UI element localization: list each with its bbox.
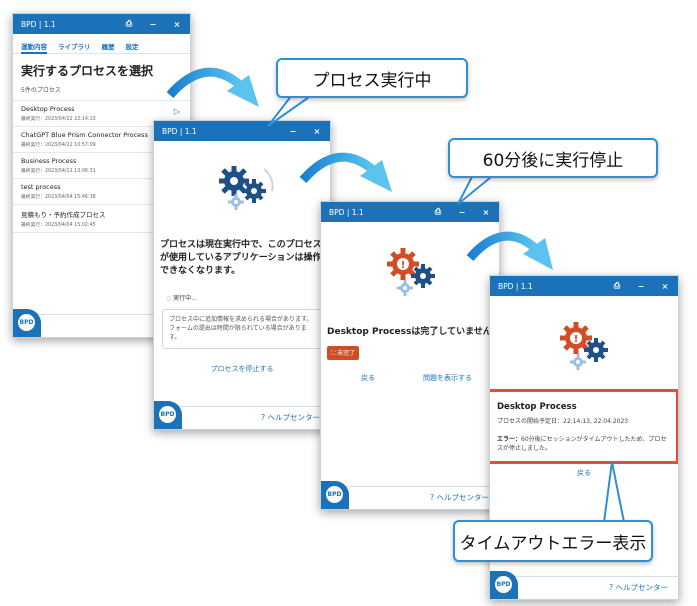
play-icon[interactable]: ▷ (173, 107, 180, 116)
bpd-logo: BPD (13, 309, 41, 337)
flow-arrow-3 (466, 231, 553, 270)
bpd-logo: BPD (154, 401, 182, 429)
process-meta: 最終実行：2023/04/22 10:57:09 (21, 143, 96, 148)
error-text: 60分後にセッションがタイムアウトしたため、プロセスが停止しました。 (497, 436, 667, 452)
process-meta: 最終実行：2023/04/04 15:46:38 (21, 195, 96, 200)
close-icon[interactable]: × (313, 126, 321, 136)
minimize-icon[interactable]: − (149, 19, 157, 29)
close-icon[interactable]: × (173, 19, 181, 29)
callout-pointer-3 (602, 461, 626, 523)
process-name: test process (21, 183, 61, 191)
process-count: 5件のプロセス (21, 87, 61, 94)
callout-running: プロセス実行中 (276, 58, 468, 98)
list-item[interactable]: Desktop Process 最終実行：2023/04/22 22:14:13… (13, 100, 190, 126)
logo-text: BPD (326, 486, 343, 503)
footer-divider (13, 314, 190, 315)
help-icon: ? (261, 413, 266, 422)
process-list: Desktop Process 最終実行：2023/04/22 22:14:13… (13, 100, 190, 233)
close-icon[interactable]: × (661, 281, 669, 291)
minimize-icon[interactable]: − (637, 281, 645, 291)
list-item[interactable]: Business Process 最終実行：2023/04/11 13:06:3… (13, 152, 190, 178)
error-label: エラー： (497, 436, 522, 443)
back-button[interactable]: 戻る (361, 374, 375, 382)
logo-text: BPD (495, 576, 512, 593)
process-meta: 最終実行：2023/04/22 22:14:13 (21, 117, 96, 122)
start-time: プロセスの開始予定日：22:14:13, 22.04.2023 (497, 418, 629, 425)
running-message: プロセスは現在実行中で、このプロセスが使用しているアプリケーションは操作できなく… (160, 240, 322, 276)
process-name: Business Process (21, 157, 77, 165)
help-label: ヘルプセンター (615, 583, 669, 592)
help-label: ヘルプセンター (436, 493, 490, 502)
incomplete-message: Desktop Processは完了していません (327, 327, 492, 337)
flow-arrow-1 (166, 67, 259, 107)
tab-settings[interactable]: 設定 (125, 43, 139, 51)
help-label: ヘルプセンター (267, 413, 321, 422)
error-panel: Desktop Process プロセスの開始予定日：22:14:13, 22.… (490, 389, 678, 464)
help-center-link[interactable]: ? ヘルプセンター (261, 412, 320, 423)
spinner-icon: ◌ (166, 295, 172, 302)
running-status: ◌ 実行中... (166, 293, 197, 302)
status-badge: ⛶ 未完了 (327, 346, 360, 360)
bpd-logo: BPD (321, 481, 349, 509)
running-label: 実行中... (173, 295, 197, 302)
footer-divider (321, 486, 499, 487)
minimize-icon[interactable]: − (289, 126, 297, 136)
list-item[interactable]: 見積もり・予約作成プロセス 最終実行：2023/04/04 15:02:45 (13, 204, 190, 233)
callout-stop: 60分後に実行停止 (448, 138, 658, 178)
tab-history[interactable]: 履歴 (101, 43, 115, 51)
help-icon: ? (430, 493, 435, 502)
gears-warning-icon: ! (560, 322, 608, 370)
titlebar: BPD | 1.1 ⎙ − × (13, 14, 190, 34)
back-button[interactable]: 戻る (577, 469, 591, 477)
stop-process-button[interactable]: プロセスを停止する (210, 365, 274, 373)
footer-divider (154, 406, 330, 407)
window-title: BPD | 1.1 (329, 207, 364, 217)
warning-icon: ⛶ (331, 350, 336, 357)
process-title: Desktop Process (497, 402, 577, 412)
titlebar: BPD | 1.1 ⎙ − × (490, 276, 678, 296)
page-title: 実行するプロセスを選択 (21, 64, 154, 78)
flow-arrow-2 (299, 152, 392, 192)
gears-warning-icon: ! (387, 248, 435, 296)
window-title: BPD | 1.1 (162, 126, 197, 136)
help-icon: ? (609, 583, 614, 592)
window-title: BPD | 1.1 (21, 19, 56, 29)
pin-icon[interactable]: ⎙ (613, 281, 621, 290)
logo-text: BPD (18, 314, 35, 331)
process-meta: 最終実行：2023/04/11 13:06:31 (21, 169, 96, 174)
close-icon[interactable]: × (482, 207, 490, 217)
help-center-link[interactable]: ? ヘルプセンター (430, 492, 489, 503)
info-note: プロセス中に追加情報を求められる場合があります。フォームの提出は時間が限られてい… (162, 309, 324, 349)
gears-icon (219, 166, 274, 210)
logo-text: BPD (159, 406, 176, 423)
footer-divider (490, 576, 678, 577)
pin-icon[interactable]: ⎙ (434, 207, 442, 216)
titlebar: BPD | 1.1 − × (154, 121, 330, 141)
tab-library[interactable]: ライブラリ (58, 43, 91, 51)
help-center-link[interactable]: ? ヘルプセンター (609, 582, 668, 593)
show-issue-button[interactable]: 問題を表示する (423, 374, 472, 382)
process-name: 見積もり・予約作成プロセス (21, 211, 106, 219)
window-title: BPD | 1.1 (498, 281, 533, 291)
svg-text:!: ! (574, 334, 579, 345)
titlebar: BPD | 1.1 ⎙ − × (321, 202, 499, 222)
list-item[interactable]: ChatGPT Blue Prism Connector Process 最終実… (13, 126, 190, 152)
list-item[interactable]: test process 最終実行：2023/04/04 15:46:38 (13, 178, 190, 204)
badge-label: 未完了 (337, 350, 356, 357)
callout-pointer-1 (267, 94, 316, 127)
svg-text:!: ! (401, 260, 406, 271)
bpd-logo: BPD (490, 571, 518, 599)
tab-bar: 運動内容 ライブラリ 履歴 設定 (13, 34, 190, 54)
process-name: ChatGPT Blue Prism Connector Process (21, 131, 148, 139)
error-message: エラー：60分後にセッションがタイムアウトしたため、プロセスが停止しました。 (497, 435, 669, 453)
pin-icon[interactable]: ⎙ (125, 19, 133, 28)
process-name: Desktop Process (21, 105, 75, 113)
process-meta: 最終実行：2023/04/04 15:02:45 (21, 223, 96, 228)
callout-timeout: タイムアウトエラー表示 (453, 520, 653, 562)
window-process-running: BPD | 1.1 − × (153, 120, 331, 430)
tab-run[interactable]: 運動内容 (21, 41, 47, 54)
minimize-icon[interactable]: − (458, 207, 466, 217)
